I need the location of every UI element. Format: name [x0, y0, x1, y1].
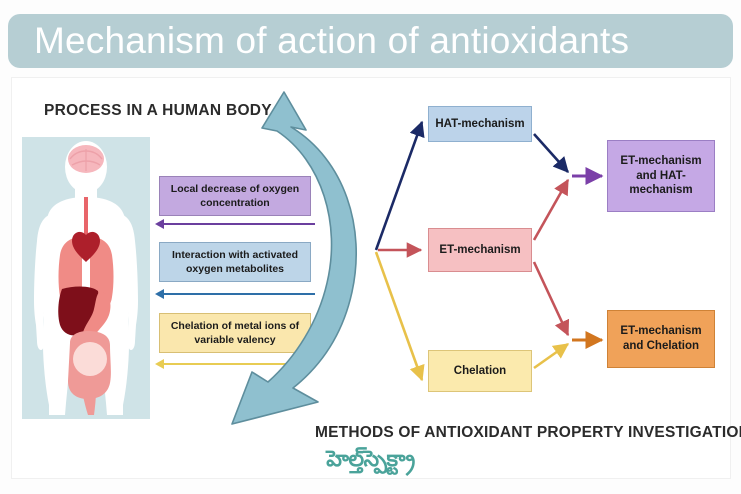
process-box-interaction-oxygen-metabolites[interactable]: Interaction with activated oxygen metabo…	[159, 242, 311, 282]
arrow-shaft-blue	[163, 293, 315, 295]
heading-methods-of-investigation: METHODS OF ANTIOXIDANT PROPERTY INVESTIG…	[315, 424, 741, 441]
mechanism-box-et-and-hat[interactable]: ET-mechanism and HAT-mechanism	[607, 140, 715, 212]
heading-process-in-human-body: PROCESS IN A HUMAN BODY	[44, 102, 272, 119]
arrow-shaft-yellow	[163, 363, 315, 365]
human-body-anatomy-icon	[34, 141, 138, 415]
mechanism-box-hat[interactable]: HAT-mechanism	[428, 106, 532, 142]
arrowhead-left-yellow	[155, 359, 164, 369]
arrow-shaft-purple	[163, 223, 315, 225]
return-arrow-purple	[155, 218, 315, 230]
return-arrow-blue	[155, 288, 315, 300]
arrowhead-left-blue	[155, 289, 164, 299]
page-title: Mechanism of action of antioxidants	[34, 19, 630, 61]
mechanism-box-et-and-chelation[interactable]: ET-mechanism and Chelation	[607, 310, 715, 368]
process-box-local-decrease-oxygen[interactable]: Local decrease of oxygen concentration	[159, 176, 311, 216]
title-banner: Mechanism of action of antioxidants	[8, 14, 733, 68]
mechanism-box-chelation[interactable]: Chelation	[428, 350, 532, 392]
return-arrow-yellow	[155, 358, 315, 370]
brand-watermark: హెల్త్‌స్పెక్ట్రా	[326, 446, 415, 471]
arrowhead-left-purple	[155, 219, 164, 229]
process-box-chelation-metal-ions[interactable]: Chelation of metal ions of variable vale…	[159, 313, 311, 353]
human-body-panel	[22, 137, 150, 419]
mechanism-box-et[interactable]: ET-mechanism	[428, 228, 532, 272]
